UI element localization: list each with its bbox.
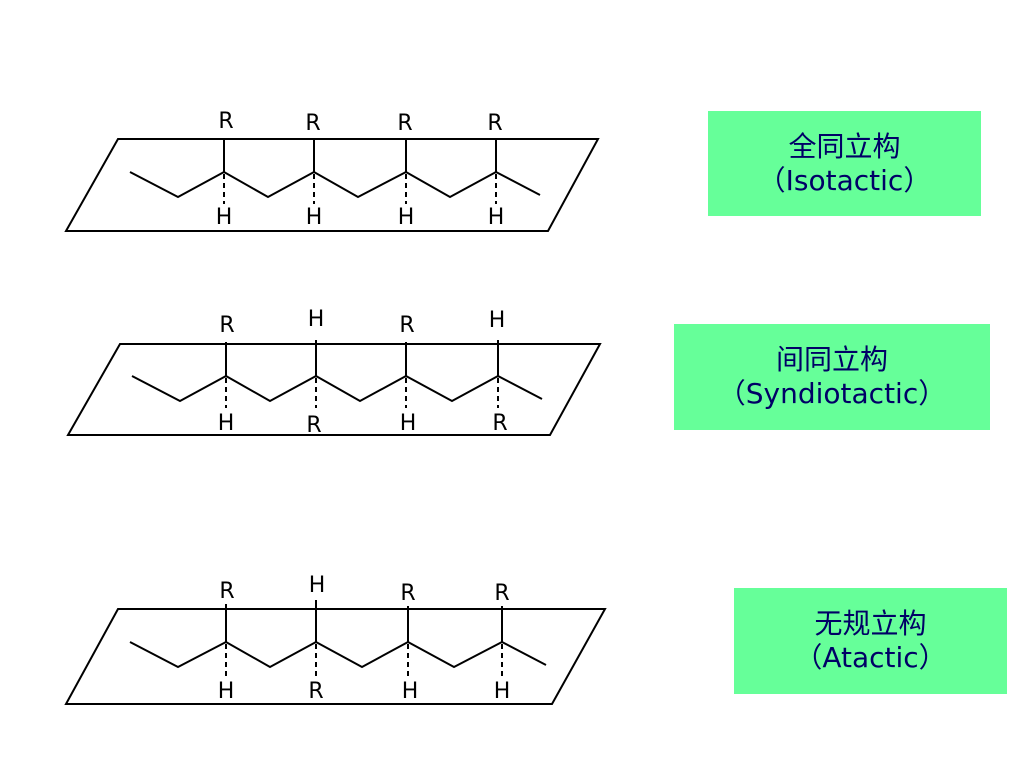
up-atom: H xyxy=(308,307,325,332)
down-atom: H xyxy=(218,411,235,436)
down-atom: H xyxy=(216,205,233,230)
down-bonds xyxy=(225,378,499,408)
plane xyxy=(64,138,600,232)
down-atom: H xyxy=(402,679,419,704)
up-atom: R xyxy=(400,581,415,606)
atactic-structure: R H R R H R H H xyxy=(64,573,607,705)
up-bonds xyxy=(225,600,503,642)
up-atom: R xyxy=(305,111,320,136)
atactic-label-en: （Atactic） xyxy=(794,641,947,674)
down-atom: R xyxy=(308,679,323,704)
down-atom: R xyxy=(306,413,321,438)
up-atom: R xyxy=(219,313,234,338)
atactic-label: 无规立构 （Atactic） xyxy=(734,588,1007,694)
plane xyxy=(64,608,607,705)
down-atom: H xyxy=(400,411,417,436)
syndiotactic-structure: R H R H H R H R xyxy=(66,307,602,438)
up-atom: R xyxy=(219,579,234,604)
polymer-backbone xyxy=(131,374,543,403)
down-atom: H xyxy=(398,205,415,230)
up-atom: R xyxy=(487,111,502,136)
down-atom: H xyxy=(494,679,511,704)
polymer-backbone xyxy=(129,640,547,669)
polymer-backbone xyxy=(129,170,541,199)
down-atom: H xyxy=(306,205,323,230)
syndiotactic-label: 间同立构 （Syndiotactic） xyxy=(674,324,990,430)
down-atom: H xyxy=(218,679,235,704)
up-bonds xyxy=(225,340,499,376)
down-bonds xyxy=(223,174,497,204)
isotactic-structure: R R R R H H H H xyxy=(64,109,600,232)
up-atom: R xyxy=(494,581,509,606)
atactic-label-cn: 无规立构 xyxy=(814,607,927,640)
down-atom: H xyxy=(488,205,505,230)
isotactic-label-en: （Isotactic） xyxy=(757,163,932,197)
plane xyxy=(66,343,602,436)
up-atom: R xyxy=(218,109,233,134)
isotactic-label: 全同立构 （Isotactic） xyxy=(708,111,981,216)
syndiotactic-label-en: （Syndiotactic） xyxy=(717,377,947,410)
up-atom: H xyxy=(309,573,326,598)
down-bonds xyxy=(225,644,503,676)
up-bonds xyxy=(223,140,497,172)
syndiotactic-label-cn: 间同立构 xyxy=(775,343,888,376)
isotactic-label-cn: 全同立构 xyxy=(788,129,901,163)
down-atom: R xyxy=(492,411,507,436)
up-atom: H xyxy=(489,308,506,333)
up-atom: R xyxy=(399,313,414,338)
up-atom: R xyxy=(397,111,412,136)
